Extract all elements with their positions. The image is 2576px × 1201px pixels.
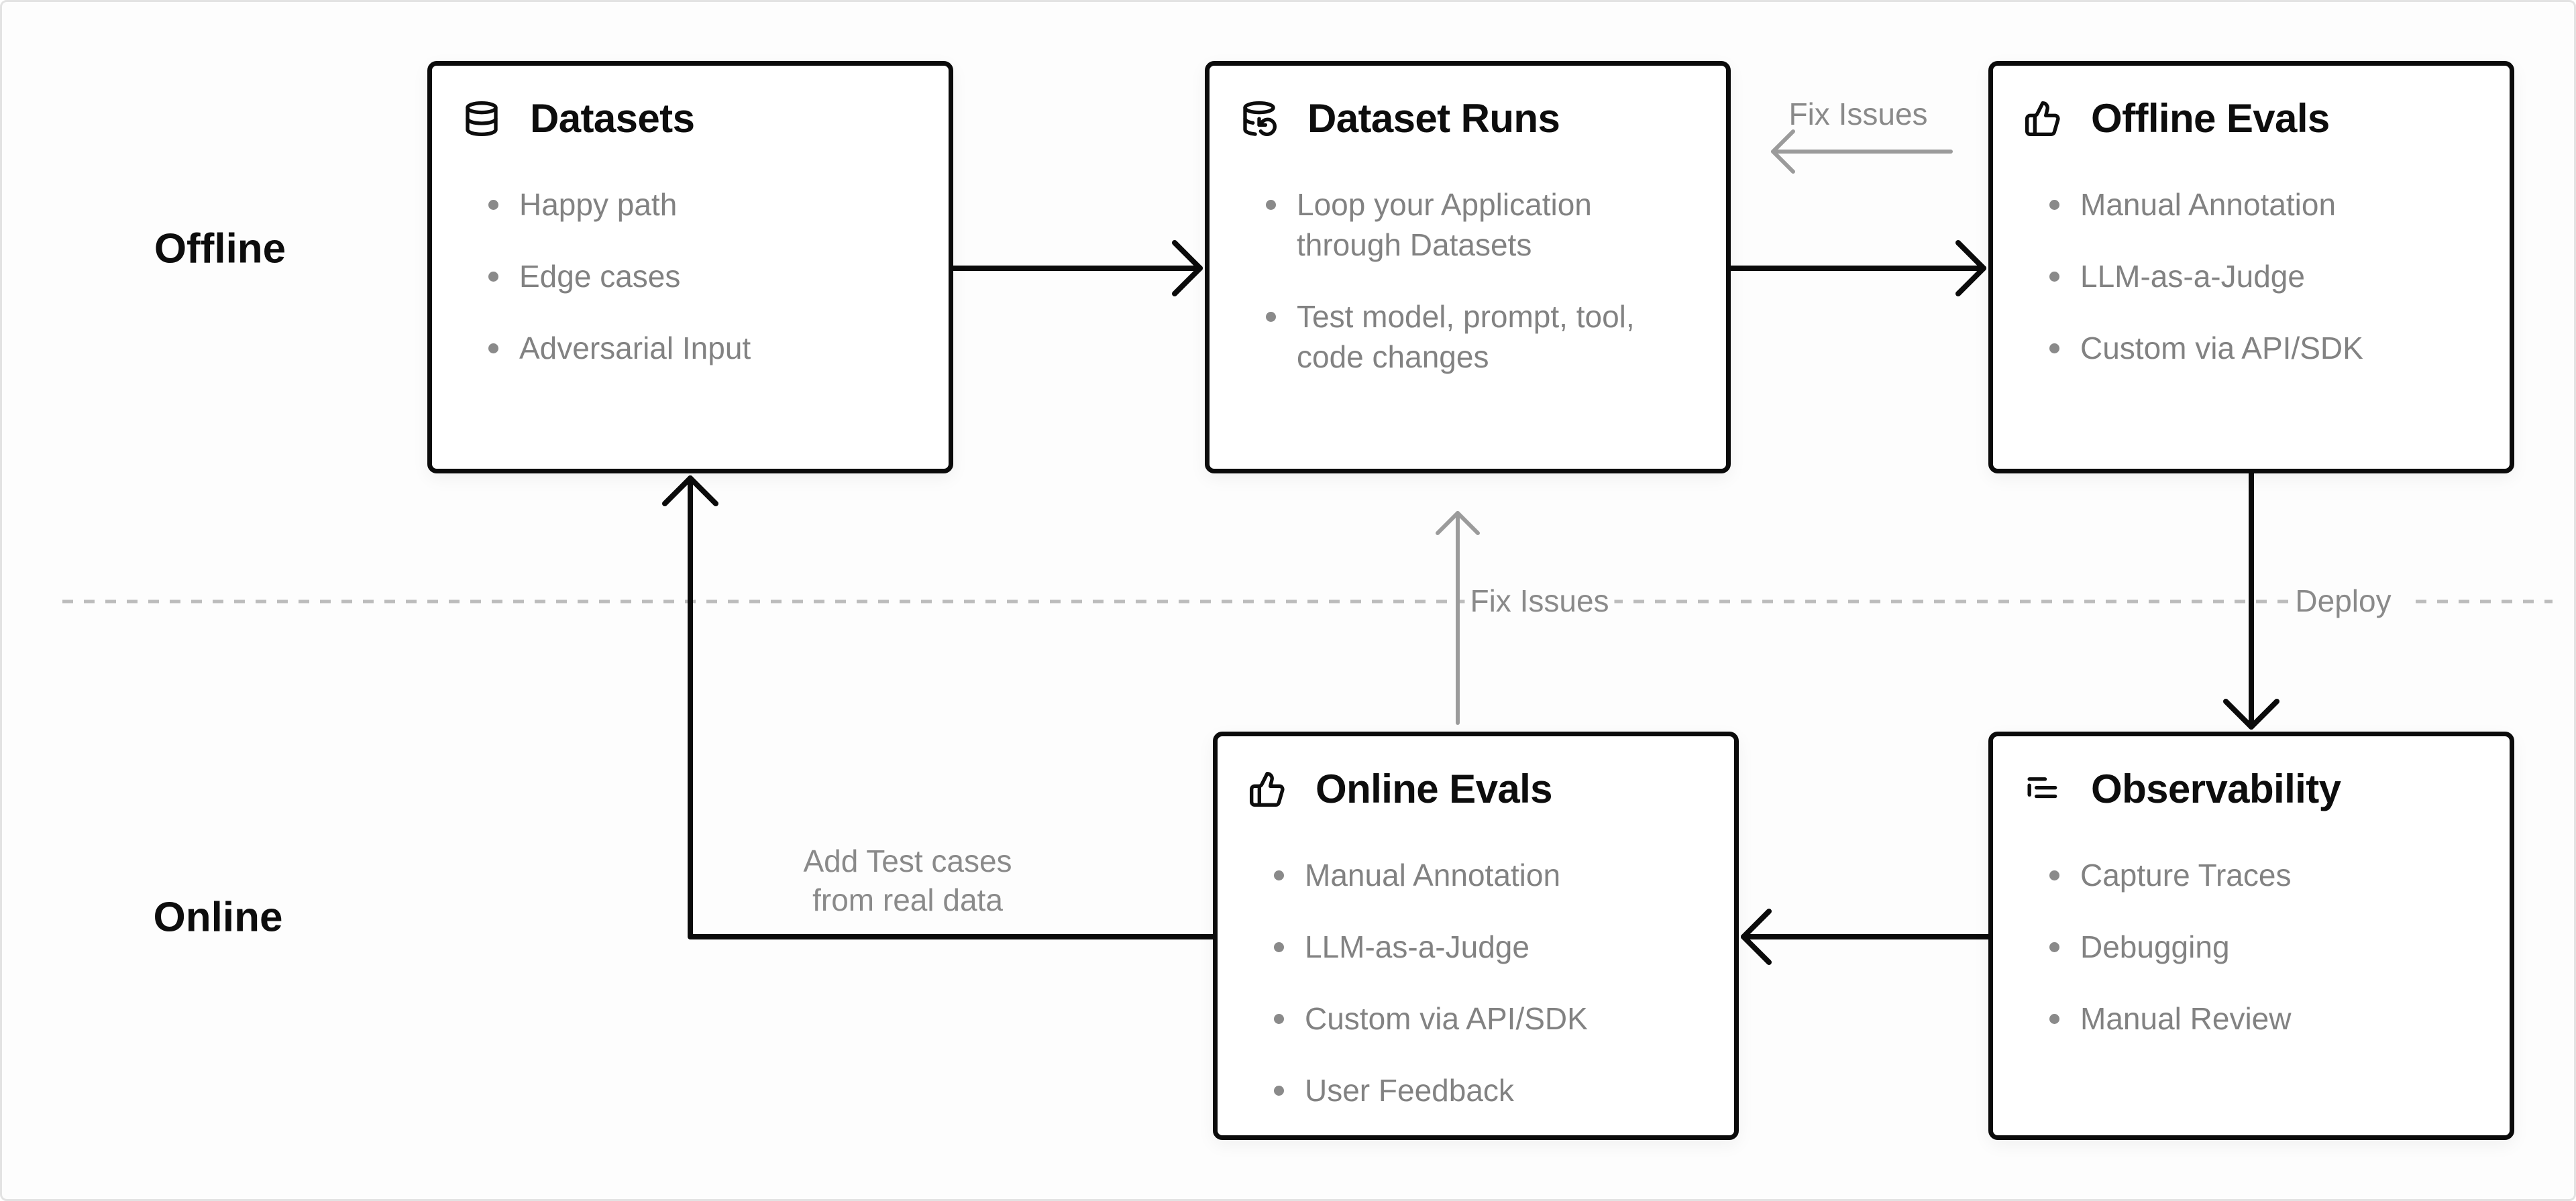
list-item: Adversarial Input xyxy=(488,328,908,368)
add-test-cases-label: Add Test cases from real data xyxy=(803,842,1012,919)
offline-evals-list: Manual Annotation LLM-as-a-Judge Custom … xyxy=(2049,184,2510,368)
dataset-runs-list: Loop your Application through Datasets T… xyxy=(1266,184,1726,377)
observability-title: Observability xyxy=(2091,766,2341,811)
database-icon xyxy=(466,101,498,136)
dataset-runs-box: Dataset Runs Loop your Application throu… xyxy=(1205,61,1731,473)
zone-label-online: Online xyxy=(153,894,283,941)
arrow-dataset-runs-to-offline-evals xyxy=(1728,240,1986,296)
arrow-fix-issues-offline xyxy=(1771,129,1953,174)
offline-evals-box: Offline Evals Manual Annotation LLM-as-a… xyxy=(1988,61,2514,473)
datasets-box: Datasets Happy path Edge cases Adversari… xyxy=(427,61,953,473)
list-item: Custom via API/SDK xyxy=(1274,998,1694,1039)
list-item: Loop your Application through Datasets xyxy=(1266,184,1686,265)
add-test-cases-line2: from real data xyxy=(812,882,1003,917)
list-item: Test model, prompt, tool, code changes xyxy=(1266,296,1686,377)
datasets-header: Datasets xyxy=(463,95,949,141)
fix-issues-label-top: Fix Issues xyxy=(1788,97,1928,131)
list-item: Manual Review xyxy=(2049,998,2469,1039)
observability-header: Observability xyxy=(2024,766,2510,812)
zone-label-offline: Offline xyxy=(154,225,286,272)
list-item: Capture Traces xyxy=(2049,855,2469,895)
list-item: Edge cases xyxy=(488,256,908,296)
offline-evals-header: Offline Evals xyxy=(2024,95,2510,141)
add-test-cases-line1: Add Test cases xyxy=(803,844,1012,878)
online-evals-title: Online Evals xyxy=(1316,766,1553,811)
deploy-label: Deploy xyxy=(2290,583,2397,619)
list-item: User Feedback xyxy=(1274,1070,1694,1110)
database-run-icon xyxy=(1243,101,1277,136)
dataset-runs-header: Dataset Runs xyxy=(1240,95,1726,141)
list-item: LLM-as-a-Judge xyxy=(2049,256,2469,296)
list-item: LLM-as-a-Judge xyxy=(1274,927,1694,967)
list-item: Manual Annotation xyxy=(1274,855,1694,895)
datasets-title: Datasets xyxy=(530,96,695,141)
datasets-list: Happy path Edge cases Adversarial Input xyxy=(488,184,949,368)
online-evals-list: Manual Annotation LLM-as-a-Judge Custom … xyxy=(1274,855,1734,1110)
observability-box: Observability Capture Traces Debugging M… xyxy=(1988,732,2514,1140)
thumbs-up-icon xyxy=(2025,101,2060,136)
online-evals-header: Online Evals xyxy=(1248,766,1734,812)
arrow-observability-to-online-evals xyxy=(1741,909,1991,965)
observability-list: Capture Traces Debugging Manual Review xyxy=(2049,855,2510,1039)
offline-evals-title: Offline Evals xyxy=(2091,96,2330,141)
arrow-offline-evals-to-observability-deploy xyxy=(2223,471,2279,730)
trace-list-icon xyxy=(2027,777,2057,798)
thumbs-up-icon xyxy=(1249,771,1285,807)
fix-issues-label-middle: Fix Issues xyxy=(1464,583,1615,619)
dataset-runs-title: Dataset Runs xyxy=(1307,96,1560,141)
online-evals-box: Online Evals Manual Annotation LLM-as-a-… xyxy=(1213,732,1739,1140)
list-item: Happy path xyxy=(488,184,908,225)
list-item: Custom via API/SDK xyxy=(2049,328,2469,368)
list-item: Manual Annotation xyxy=(2049,184,2469,225)
list-item: Debugging xyxy=(2049,927,2469,967)
arrow-datasets-to-dataset-runs xyxy=(951,240,1203,296)
